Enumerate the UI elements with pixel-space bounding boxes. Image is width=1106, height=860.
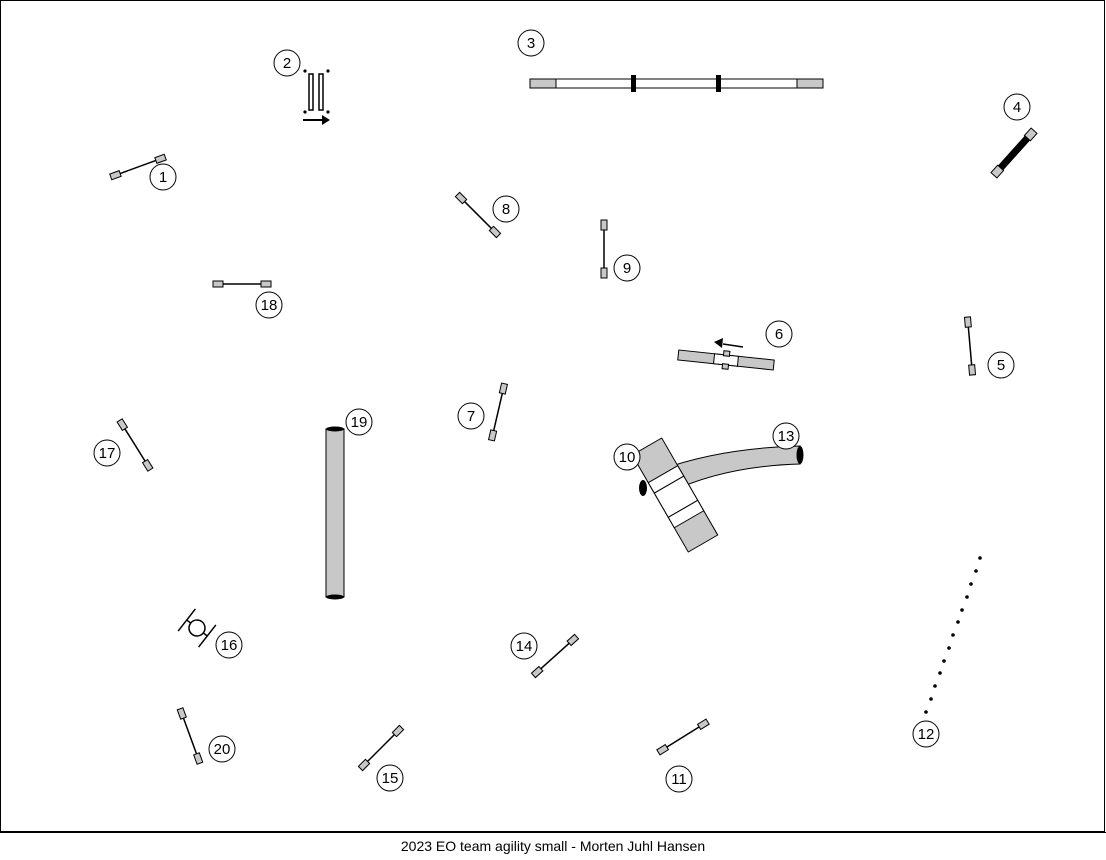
obstacle-number-9: 9 — [613, 254, 641, 282]
svg-text:13: 13 — [778, 428, 795, 445]
jump-18 — [212, 280, 272, 288]
direction-arrow-icon — [303, 115, 330, 125]
svg-text:7: 7 — [467, 408, 475, 425]
seesaw — [677, 349, 775, 371]
svg-text:10: 10 — [619, 449, 636, 466]
jump-14 — [530, 633, 580, 679]
svg-text:14: 14 — [516, 638, 533, 655]
obstacle-number-6: 6 — [765, 320, 793, 348]
svg-text:19: 19 — [351, 414, 368, 431]
svg-text:18: 18 — [261, 297, 278, 314]
weave-poles — [920, 556, 982, 726]
svg-text:16: 16 — [221, 637, 238, 654]
obstacle-number-13: 13 — [772, 422, 800, 450]
svg-text:17: 17 — [99, 445, 116, 462]
obstacle-number-11: 11 — [665, 765, 693, 793]
obstacle-number-16: 16 — [215, 631, 243, 659]
svg-text:4: 4 — [1013, 99, 1021, 116]
obstacle-number-19: 19 — [345, 408, 373, 436]
jump-5 — [963, 316, 977, 376]
obstacle-number-4: 4 — [1003, 93, 1031, 121]
tunnel-curved — [659, 445, 804, 493]
svg-text:3: 3 — [527, 35, 535, 52]
jump-1 — [109, 153, 167, 181]
svg-text:20: 20 — [214, 741, 231, 758]
obstacle-number-17: 17 — [93, 439, 121, 467]
course-border — [0, 0, 1105, 832]
svg-text:8: 8 — [502, 201, 510, 218]
svg-text:11: 11 — [671, 771, 687, 788]
svg-text:1: 1 — [159, 169, 167, 186]
dog-walk — [529, 75, 824, 92]
obstacle-number-12: 12 — [912, 720, 940, 748]
obstacle-number-15: 15 — [376, 764, 404, 792]
obstacle-number-7: 7 — [457, 402, 485, 430]
obstacle-number-10: 10 — [613, 443, 641, 471]
direction-arrow-icon — [714, 338, 744, 348]
jump-8 — [454, 191, 502, 239]
course-caption: 2023 EO team agility small - Morten Juhl… — [0, 832, 1106, 860]
obstacle-number-8: 8 — [492, 195, 520, 223]
obstacle-number-20: 20 — [208, 735, 236, 763]
tyre — [177, 608, 217, 648]
jump-11 — [656, 718, 710, 756]
agility-course-map: 1 2 3 4 5 6 7 8 9 10 11 12 13 14 15 16 1… — [0, 0, 1105, 832]
svg-text:12: 12 — [918, 726, 935, 743]
svg-text:9: 9 — [623, 260, 631, 277]
tunnel-straight — [325, 426, 345, 600]
obstacle-number-1: 1 — [149, 163, 177, 191]
jump-15 — [357, 724, 405, 772]
svg-text:5: 5 — [997, 357, 1005, 374]
obstacle-number-5: 5 — [987, 351, 1015, 379]
jump-7 — [487, 382, 509, 442]
jump-17 — [116, 418, 154, 472]
obstacle-number-14: 14 — [510, 632, 538, 660]
a-frame — [631, 437, 719, 553]
obstacle-number-3: 3 — [517, 29, 545, 57]
double-jump — [303, 69, 330, 114]
svg-text:6: 6 — [775, 326, 783, 343]
obstacle-number-2: 2 — [273, 49, 301, 77]
jump-20 — [176, 707, 204, 765]
svg-text:15: 15 — [382, 770, 399, 787]
jump-4 — [990, 127, 1038, 179]
svg-text:2: 2 — [283, 55, 291, 72]
tunnel-opening-icon — [639, 480, 647, 496]
jump-9 — [600, 219, 608, 279]
obstacle-number-18: 18 — [255, 291, 283, 319]
